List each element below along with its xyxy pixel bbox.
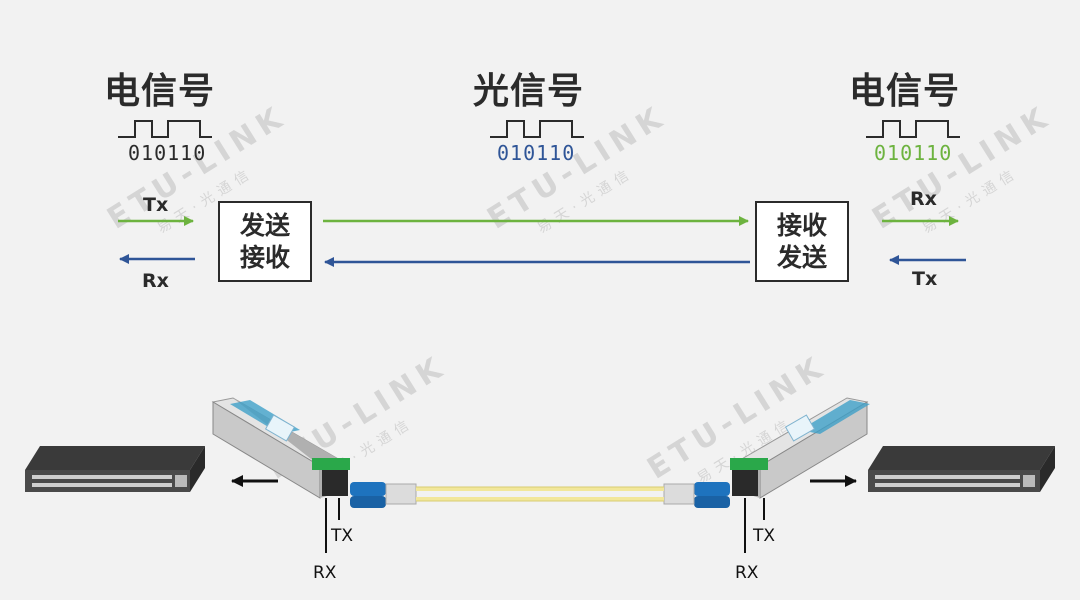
- port-label-rx-left: RX: [313, 563, 337, 583]
- label-rx-left: Rx: [142, 270, 169, 292]
- box-right-line2: 发送: [776, 242, 827, 272]
- fiber-patch-cable: [416, 487, 664, 501]
- waveform-left: [118, 120, 212, 138]
- waveform-center: [490, 120, 584, 138]
- box-right-line1: 接收: [776, 210, 827, 240]
- sfp-module-right: [663, 397, 870, 508]
- bits-right: 010110: [874, 141, 953, 165]
- switch-right: [868, 446, 1055, 492]
- box-left-line1: 发送: [239, 210, 290, 240]
- label-tx-right: Tx: [912, 268, 938, 290]
- transceiver-box-left: 发送 接收: [218, 201, 312, 282]
- bits-left: 010110: [128, 141, 207, 165]
- title-electrical-left: 电信号: [104, 71, 216, 112]
- title-optical: 光信号: [473, 71, 585, 112]
- transceiver-box-right: 接收 发送: [755, 201, 849, 282]
- port-label-rx-right: RX: [735, 563, 759, 583]
- waveform-right: [866, 120, 960, 138]
- switch-left: [25, 446, 205, 492]
- sfp-module-left: [211, 397, 417, 508]
- port-label-tx-right: TX: [753, 526, 776, 546]
- title-electrical-right: 电信号: [849, 71, 961, 112]
- box-left-line2: 接收: [239, 242, 290, 272]
- bits-center: 010110: [497, 141, 576, 165]
- label-tx-left: Tx: [143, 194, 169, 216]
- label-rx-right: Rx: [910, 188, 937, 210]
- port-label-tx-left: TX: [331, 526, 354, 546]
